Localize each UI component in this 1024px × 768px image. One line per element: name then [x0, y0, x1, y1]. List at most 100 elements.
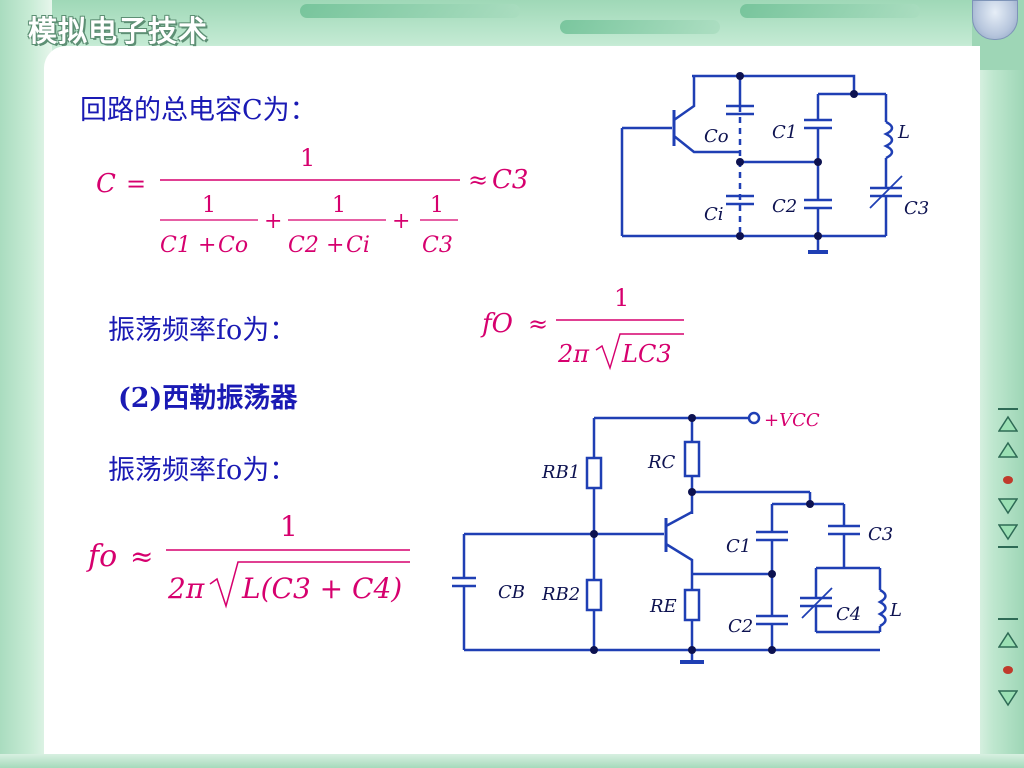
rb1-resistor-icon	[585, 456, 603, 490]
clapp-oscillator-circuit: Co C1 L Ci C2 C3	[620, 72, 929, 254]
slide-content-area	[44, 46, 980, 754]
nav-return-button[interactable]	[996, 470, 1020, 490]
slide-left-band	[0, 0, 52, 768]
header-decoration	[560, 20, 720, 34]
slide-right-band	[972, 0, 1024, 768]
return-dot-icon	[1003, 476, 1013, 484]
junction-dot	[688, 646, 696, 654]
junction-dot	[806, 500, 814, 508]
nav-next-button[interactable]	[996, 496, 1020, 516]
junction-dot	[688, 414, 696, 422]
up-arrow-icon	[998, 631, 1018, 648]
next-page-icon	[998, 498, 1018, 515]
collector-lead	[665, 510, 693, 528]
rc-resistor-icon	[683, 440, 701, 478]
c3-variable-arrow	[869, 175, 903, 209]
junction-dot	[850, 90, 858, 98]
last-page-icon	[998, 524, 1018, 541]
label-c1: C1	[772, 122, 797, 143]
label-rb1: RB1	[541, 462, 580, 483]
f1-approx: ≈	[528, 310, 548, 338]
f1-den-prefix: 2π	[557, 340, 590, 368]
f2-lhs: fo	[86, 539, 117, 574]
previous-page-icon	[998, 441, 1018, 458]
f2-approx: ≈	[130, 540, 153, 573]
label-co: Co	[704, 126, 729, 147]
home-dot-icon	[1003, 666, 1013, 674]
emitter-lead	[673, 135, 740, 154]
collector-lead	[673, 76, 696, 122]
f2-den-root: L(C3 + C4)	[241, 572, 402, 605]
nav-last-button[interactable]	[996, 522, 1020, 542]
nav-home-button[interactable]	[996, 660, 1020, 680]
nav-previous-button[interactable]	[996, 440, 1020, 460]
term2-den-b: Ci	[346, 233, 370, 258]
label-c1: C1	[726, 536, 751, 557]
header-decoration	[740, 4, 920, 18]
down-arrow-icon	[998, 690, 1018, 707]
slide-bottom-band	[0, 754, 1024, 768]
term2-numerator: 1	[332, 193, 346, 218]
formula-equals: =	[126, 170, 146, 198]
label-rb2: RB2	[541, 584, 580, 605]
header-decoration	[300, 4, 520, 18]
junction-dot	[736, 158, 744, 166]
plus-sign-2: +	[392, 209, 410, 234]
frequency-formula-1: fO ≈ 1 2π LC3	[480, 284, 684, 371]
inductor-l-icon	[883, 120, 894, 160]
nav-divider	[998, 408, 1018, 410]
junction-dot	[736, 232, 744, 240]
total-capacitance-formula: C = 1 1 C1 + Co + 1 C2 + Ci + 1 C3 ≈ C3	[96, 144, 528, 258]
f1-den-root: LC3	[621, 340, 672, 368]
term1-den-b: Co	[218, 233, 248, 258]
formula-numerator: 1	[300, 144, 315, 172]
label-c2: C2	[728, 616, 753, 637]
emitter-lead	[665, 542, 694, 590]
top-wire	[740, 74, 856, 94]
label-c3: C3	[868, 524, 893, 545]
re-resistor-icon	[683, 588, 701, 622]
f2-numerator: 1	[280, 510, 298, 543]
junction-dot	[814, 158, 822, 166]
term1-den-op: +	[198, 233, 216, 258]
corner-disc-icon	[972, 0, 1018, 40]
term3-numerator: 1	[430, 193, 444, 218]
approx-sign: ≈	[468, 166, 488, 194]
label-l: L	[897, 122, 910, 143]
c4-variable-arrow	[801, 587, 833, 619]
formula-lhs: C	[96, 169, 116, 199]
junction-dot	[814, 232, 822, 240]
approx-rhs: C3	[492, 165, 528, 195]
frequency-heading-1: 振荡频率fo为：	[108, 315, 297, 346]
nav-divider	[998, 546, 1018, 548]
inductor-l-icon	[877, 588, 887, 628]
total-capacitance-heading: 回路的总电容C为：	[80, 95, 317, 126]
term1-den-a: C1	[160, 233, 191, 258]
frequency-formula-2: fo ≈ 1 2π L(C3 + C4)	[86, 510, 410, 609]
label-vcc: +VCC	[764, 410, 820, 431]
junction-dot	[688, 488, 696, 496]
junction-dot	[736, 72, 744, 80]
label-cb: CB	[498, 582, 525, 603]
vcc-terminal-icon	[747, 411, 761, 425]
junction-dot	[590, 646, 598, 654]
junction-dot	[768, 646, 776, 654]
nav-down-button[interactable]	[996, 688, 1020, 708]
rb2-resistor-icon	[585, 578, 603, 612]
label-re: RE	[649, 596, 677, 617]
term1-numerator: 1	[202, 193, 216, 218]
plus-sign-1: +	[264, 209, 282, 234]
course-title: 模拟电子技术	[28, 14, 209, 48]
f1-numerator: 1	[614, 284, 629, 312]
label-l: L	[889, 600, 902, 621]
nav-divider	[998, 618, 1018, 620]
frequency-heading-2: 振荡频率fo为：	[108, 455, 297, 486]
f2-den-prefix: 2π	[167, 572, 205, 605]
label-c3: C3	[904, 198, 929, 219]
label-rc: RC	[647, 452, 676, 473]
nav-up-button[interactable]	[996, 630, 1020, 650]
nav-first-button[interactable]	[996, 414, 1020, 434]
f1-lhs: fO	[480, 309, 513, 339]
seiler-oscillator-heading: (2)西勒振荡器	[118, 383, 298, 414]
label-c2: C2	[772, 196, 797, 217]
